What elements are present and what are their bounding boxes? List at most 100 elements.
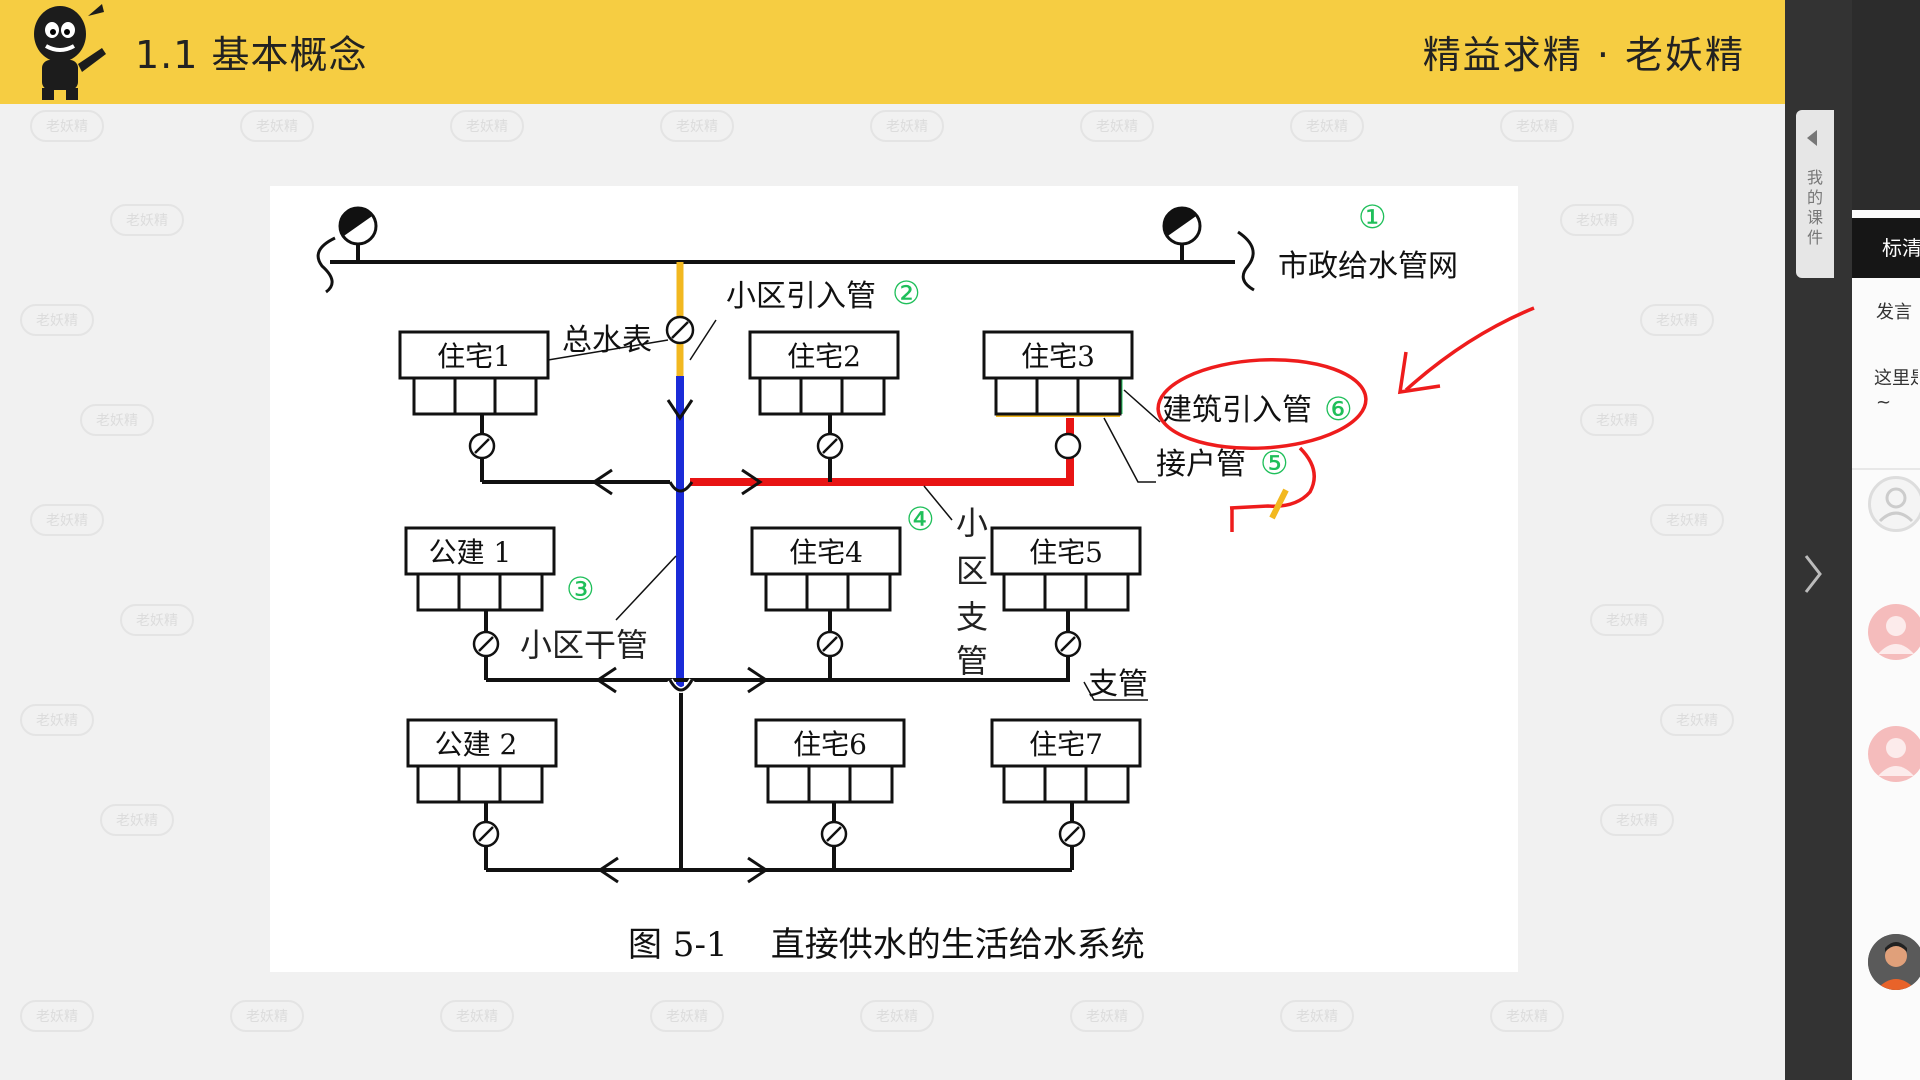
number-badge: ③ [566,570,595,608]
watermark: 老妖精 [20,304,94,336]
building-label: 住宅7 [1029,728,1103,761]
watermark: 老妖精 [110,204,184,236]
meter-icon [1054,432,1082,460]
watermark: 老妖精 [30,504,104,536]
building: 住宅7 [990,718,1142,804]
watermark: 老妖精 [30,110,104,142]
break-symbol-right [1237,230,1255,292]
branch-v-label: 支 [956,598,988,636]
watermark: 老妖精 [1500,110,1574,142]
building: 住宅5 [990,526,1142,612]
building-label: 住宅2 [787,340,861,373]
building: 住宅2 [748,330,900,416]
service-pipe-label: 接户管 [1156,447,1246,482]
number-badge: ④ [906,500,935,538]
side-video-area [1852,0,1920,210]
courseware-collapse-tab[interactable]: 我的课件 [1796,110,1834,278]
meter-icon [472,820,500,848]
leader-line [923,485,953,521]
number-badge: ⑥ [1324,390,1353,428]
watermark: 老妖精 [20,704,94,736]
building-label: 住宅4 [789,536,863,569]
user-photo-avatar[interactable] [1868,934,1920,990]
quality-tab[interactable]: 标清 [1852,218,1920,278]
brand-title: 精益求精 · 老妖精 [1422,33,1745,77]
watermark: 老妖精 [450,110,524,142]
watermark: 老妖精 [80,404,154,436]
building-inlet-label: 建筑引入管 [1162,393,1312,428]
building-label: 住宅5 [1029,536,1103,569]
watermark: 老妖精 [1080,110,1154,142]
annotation-circle [1156,357,1368,451]
meter-icon [1054,630,1082,658]
annotation-arrow [1404,306,1535,392]
main-meter-icon [665,315,695,345]
branch-v-label: 管 [956,642,988,680]
building-label: 公建 1 [429,536,512,569]
user-avatar-icon[interactable] [1868,476,1920,532]
building: 住宅4 [750,526,902,612]
watermark: 老妖精 [230,1000,304,1032]
leader-line [547,339,669,361]
user-avatar[interactable] [1868,726,1920,782]
leader-line [1123,389,1161,423]
leader-line [615,555,677,621]
building: 住宅1 [398,330,550,416]
watermark: 老妖精 [1660,704,1734,736]
watermark: 老妖精 [1640,304,1714,336]
watermark: 老妖精 [100,804,174,836]
annotation-arrow-head [1397,351,1441,395]
flow-arrow [741,468,763,496]
intake-label: 小区引入管 [726,279,876,314]
side-divider [1852,468,1920,470]
meter-icon [468,432,496,460]
watermark: 老妖精 [1070,1000,1144,1032]
collapse-tab-label: 我的课件 [1807,168,1824,247]
watermark: 老妖精 [1590,604,1664,636]
branch-label: 支管 [1088,667,1148,702]
watermark: 老妖精 [440,1000,514,1032]
watermark: 老妖精 [860,1000,934,1032]
watermark: 老妖精 [1650,504,1724,536]
slide-header: 1.1 基本概念 精益求精 · 老妖精 [0,0,1785,104]
leader-line [1083,681,1148,701]
hydrant-icon [1162,206,1202,262]
building-label: 住宅6 [793,728,867,761]
main-meter-label: 总水表 [562,323,652,358]
number-badge: ② [892,274,921,312]
meter-icon [1058,820,1086,848]
watermark: 老妖精 [1280,1000,1354,1032]
watermark-layer: 老妖精 老妖精 老妖精 老妖精 老妖精 老妖精 老妖精 老妖精 老妖精 老妖精 … [0,104,1785,1080]
leader-line [689,319,717,361]
building-label: 住宅3 [1021,340,1095,373]
watermark: 老妖精 [1560,204,1634,236]
watermark: 老妖精 [1290,110,1364,142]
municipal-label: 市政给水管网 [1278,249,1458,284]
mascot-logo [34,4,106,100]
user-avatar[interactable] [1868,604,1920,660]
message-item: 这里是 [1874,368,1918,389]
chevron-right-icon[interactable] [1802,552,1824,596]
slide-canvas: 1.1 基本概念 精益求精 · 老妖精 老妖精 老妖精 老妖精 老妖精 老妖精 … [0,0,1785,1080]
speak-item[interactable]: 发言 [1876,302,1912,323]
flow-arrow [597,856,619,884]
meter-icon [820,820,848,848]
section-title: 1.1 基本概念 [135,33,368,77]
meter-icon [472,630,500,658]
building: 住宅3 [982,330,1134,416]
watermark: 老妖精 [870,110,944,142]
trunk-crossover [668,481,694,493]
meter-icon [816,630,844,658]
branch-v-label: 小 [956,504,988,542]
annotation-highlight [1269,488,1289,520]
chevron-left-icon [1807,130,1817,146]
flow-arrow [747,856,769,884]
watermark: 老妖精 [650,1000,724,1032]
message-item-tilde: ~ [1876,392,1892,413]
leader-line [1103,417,1156,483]
break-symbol-left [316,236,336,294]
building-label: 住宅1 [437,340,511,373]
watermark: 老妖精 [240,110,314,142]
watermark: 老妖精 [120,604,194,636]
branch-v-label: 区 [956,552,988,590]
